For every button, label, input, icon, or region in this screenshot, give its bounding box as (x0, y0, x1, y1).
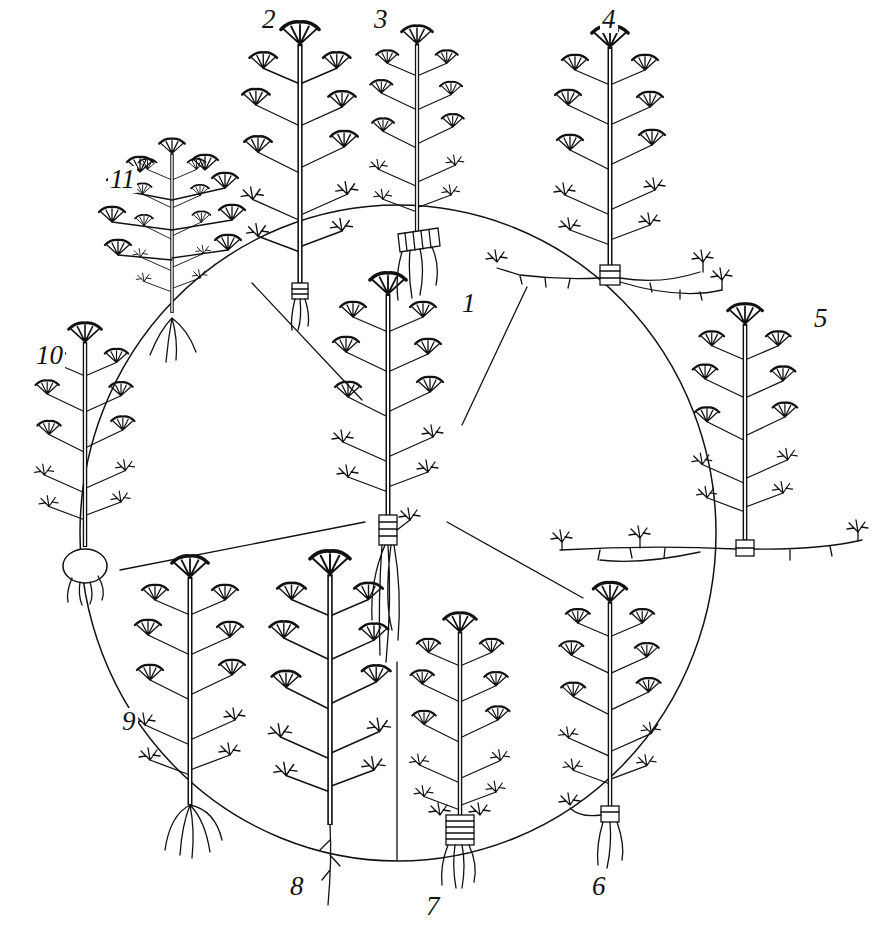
callout-number: 1 (460, 290, 478, 317)
callout-number: 2 (260, 6, 278, 33)
plant-5 (551, 304, 868, 562)
callout-number: 6 (590, 873, 608, 900)
plant-10 (35, 323, 135, 605)
callout-number: 9 (120, 708, 138, 735)
plant-2 (241, 22, 358, 330)
callout-number: 11 (108, 166, 137, 193)
plant-7 (410, 613, 510, 888)
callout-number: 3 (372, 6, 390, 33)
plant-8 (268, 551, 390, 905)
plant-11 (99, 139, 245, 362)
plant-1 (332, 273, 443, 662)
life-cycle-circle (80, 205, 716, 861)
plant-6 (558, 582, 660, 868)
callout-number: 7 (424, 893, 442, 920)
callout-number: 10 (34, 342, 65, 369)
callout-number: 8 (288, 873, 306, 900)
plant-3 (369, 26, 463, 300)
callout-number: 4 (600, 6, 618, 33)
callout-number: 5 (812, 305, 830, 332)
plant-9 (134, 556, 245, 858)
plant-4 (486, 26, 732, 300)
